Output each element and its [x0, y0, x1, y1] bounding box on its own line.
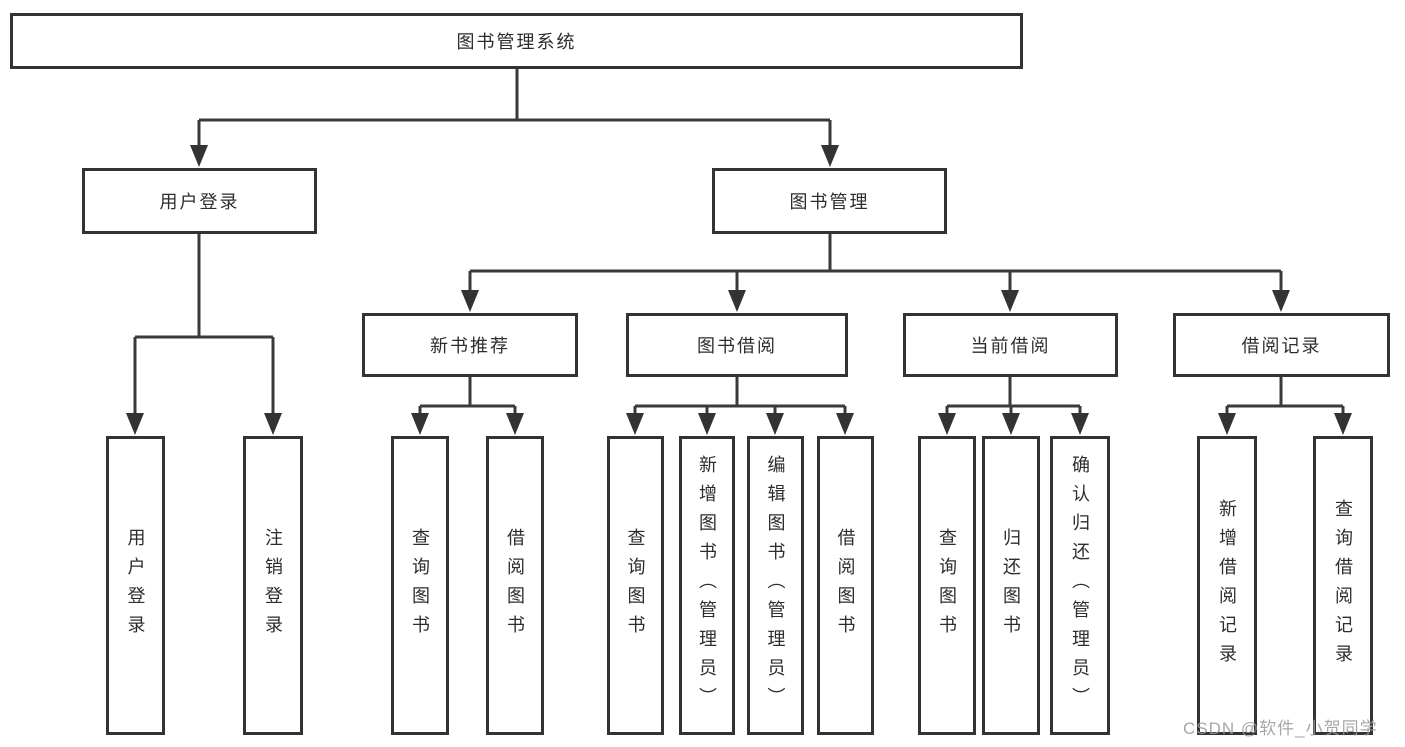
leaf-query-books-borrowing: 查询图书	[607, 436, 664, 735]
leaf-borrow-books-borrowing: 借阅图书	[817, 436, 874, 735]
node-root-system: 图书管理系统	[10, 13, 1023, 69]
leaf-logout-login: 注销登录	[243, 436, 303, 735]
leaf-return-books: 归还图书	[982, 436, 1040, 735]
watermark: CSDN @软件_小贺同学	[1183, 719, 1378, 738]
leaf-query-borrow-record: 查询借阅记录	[1313, 436, 1373, 735]
leaf-edit-books-admin: 编辑图书（管理员）	[747, 436, 804, 735]
leaf-borrow-books-recommend: 借阅图书	[486, 436, 544, 735]
node-current-borrowing: 当前借阅	[903, 313, 1118, 377]
node-borrowing-records: 借阅记录	[1173, 313, 1390, 377]
leaf-user-login: 用户登录	[106, 436, 165, 735]
leaf-add-books-admin: 新增图书（管理员）	[679, 436, 735, 735]
node-book-borrowing: 图书借阅	[626, 313, 848, 377]
leaf-query-books-current: 查询图书	[918, 436, 976, 735]
leaf-add-borrow-record: 新增借阅记录	[1197, 436, 1257, 735]
node-user-login-branch: 用户登录	[82, 168, 317, 234]
leaf-confirm-return-admin: 确认归还（管理员）	[1050, 436, 1110, 735]
node-new-book-recommend: 新书推荐	[362, 313, 578, 377]
leaf-query-books-recommend: 查询图书	[391, 436, 449, 735]
node-book-management-branch: 图书管理	[712, 168, 947, 234]
